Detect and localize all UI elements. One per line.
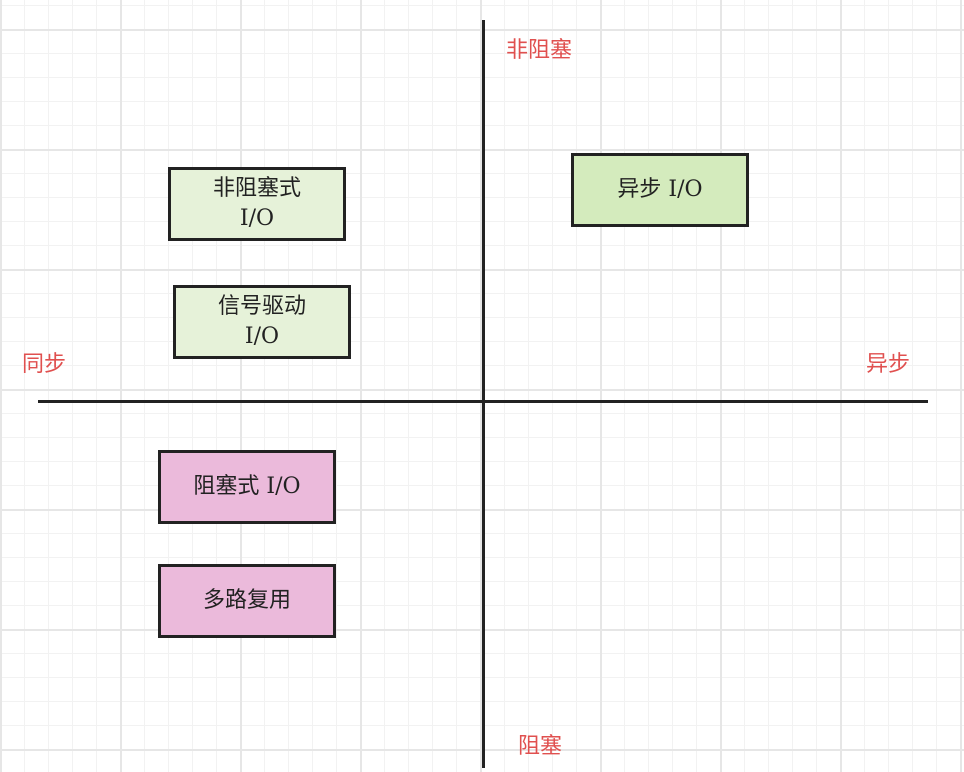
axis-label-blocking: 阻塞 <box>518 734 563 759</box>
signal-driven-io-label-line2: I/O <box>244 324 280 349</box>
async-io-box: 异步 I/O <box>571 153 749 227</box>
nonblocking-io-box: 非阻塞式 I/O <box>168 167 346 241</box>
vertical-axis <box>482 20 485 768</box>
nonblocking-io-label-line1: 非阻塞式 <box>212 176 301 201</box>
multiplexing-box: 多路复用 <box>158 564 336 638</box>
signal-driven-io-label-line1: 信号驱动 <box>217 294 306 319</box>
axis-label-async: 异步 <box>866 352 911 377</box>
nonblocking-io-label-line2: I/O <box>239 206 275 231</box>
axis-label-sync: 同步 <box>22 352 67 377</box>
async-io-label: 异步 I/O <box>617 177 703 202</box>
signal-driven-io-box: 信号驱动 I/O <box>173 285 351 359</box>
multiplexing-label: 多路复用 <box>202 588 291 613</box>
blocking-io-box: 阻塞式 I/O <box>158 450 336 524</box>
blocking-io-label: 阻塞式 I/O <box>193 474 301 499</box>
axis-label-nonblocking: 非阻塞 <box>506 38 573 63</box>
